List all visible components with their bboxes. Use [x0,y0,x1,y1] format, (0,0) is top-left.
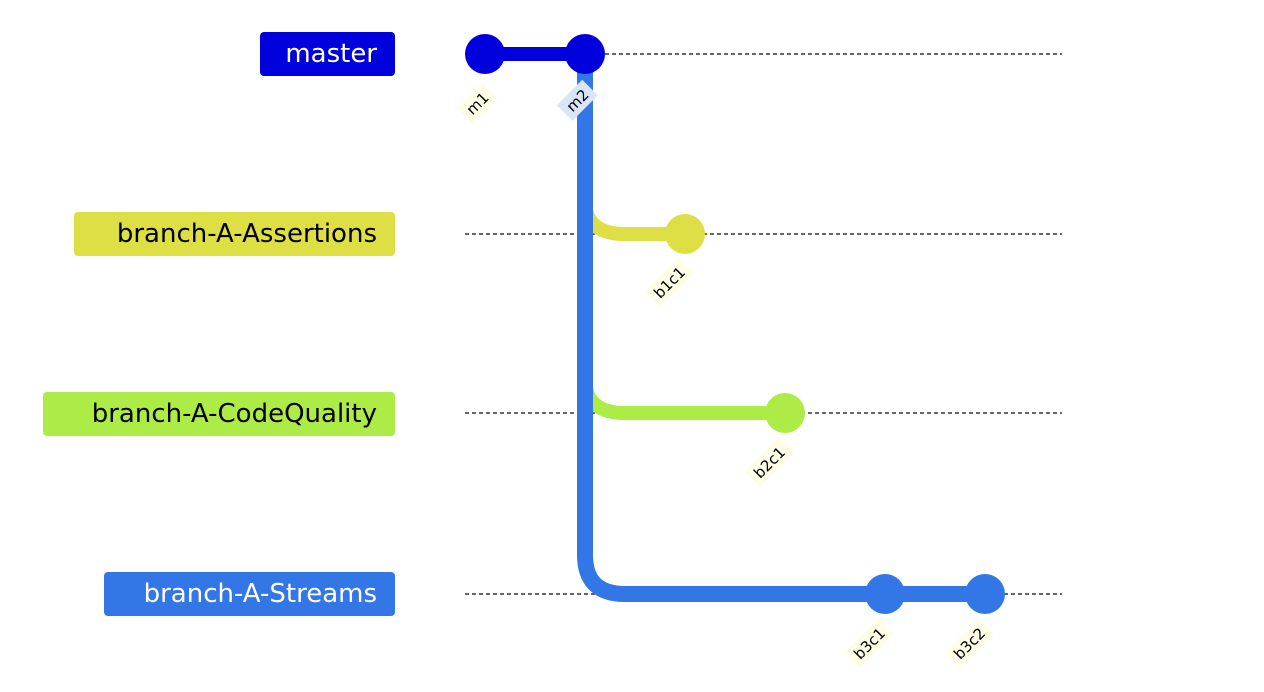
commit-m2[interactable] [565,34,605,74]
commit-label-m1: m1 [456,82,498,124]
branch-path-codequality [578,377,785,420]
commit-b3c2[interactable] [965,574,1005,614]
commit-b2c1[interactable] [765,393,805,433]
commit-label-b1c1: b1c1 [644,257,695,308]
branch-label-streams: branch-A-Streams [104,572,395,616]
branch-label-master: master [260,32,395,76]
commit-b3c1[interactable] [865,574,905,614]
commit-label-b2c1: b2c1 [744,437,795,488]
commit-m1[interactable] [465,34,505,74]
commit-label-b3c2: b3c2 [944,618,995,669]
branch-label-codequality: branch-A-CodeQuality [43,392,395,436]
branch-path-streams [577,54,985,602]
commit-label-b3c1: b3c1 [844,618,895,669]
branch-label-assertions: branch-A-Assertions [74,212,395,256]
commit-b1c1[interactable] [665,214,705,254]
